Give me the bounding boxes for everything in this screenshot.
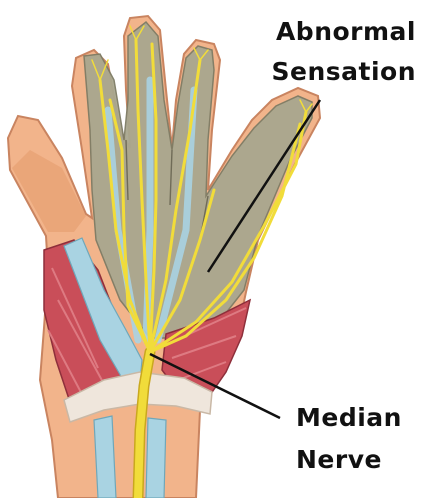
abnormal-sensation-label-line2: Sensation (271, 57, 416, 86)
abnormal-sensation-label-line1: Abnormal (276, 17, 416, 46)
median-nerve-label-line1: Median (296, 403, 402, 432)
hand-illustration (8, 16, 320, 498)
median-nerve-label-line2: Nerve (296, 445, 382, 474)
